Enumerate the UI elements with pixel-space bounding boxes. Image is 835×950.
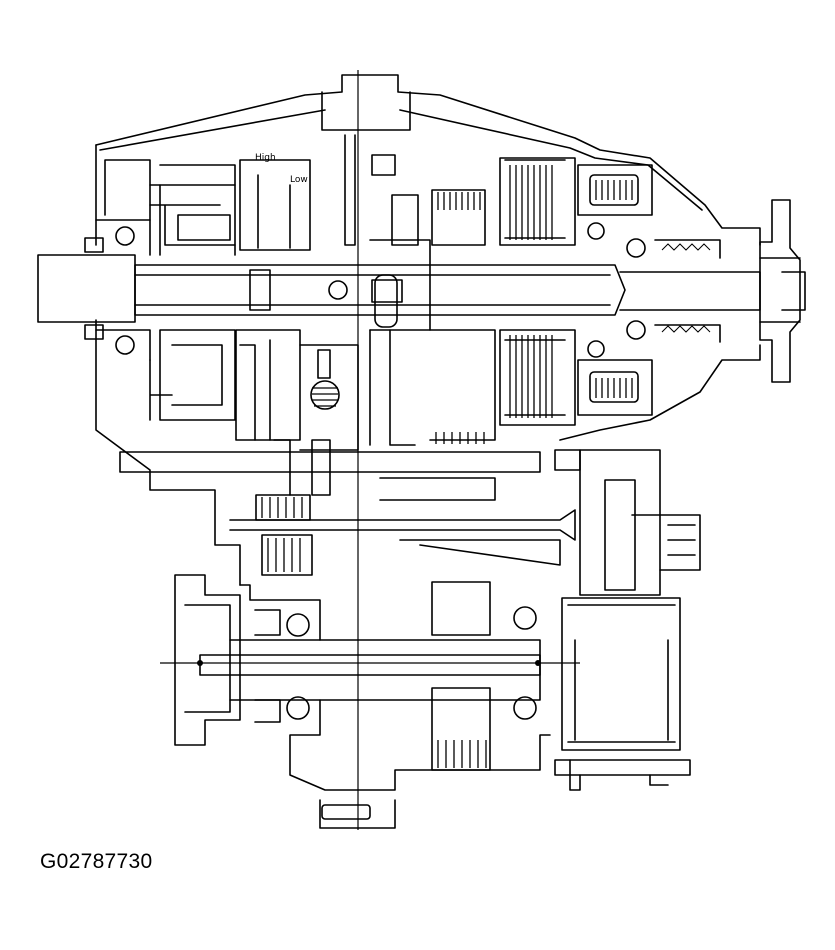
- high-range-callout: High: [255, 153, 276, 163]
- output-flange: [760, 200, 805, 382]
- shift-motor: [555, 450, 700, 790]
- low-range-callout: Low: [290, 175, 308, 185]
- electromagnetic-coil: [578, 165, 720, 415]
- clutch-pack: [500, 158, 575, 425]
- center-gear: [430, 190, 495, 444]
- range-gear-area: High Low: [236, 153, 358, 450]
- figure-id-label: G02787730: [40, 850, 153, 873]
- housing-outline: [96, 75, 760, 585]
- center-lines: [160, 70, 580, 830]
- front-output-housing: [175, 575, 550, 828]
- drive-chain-shaft: [120, 440, 575, 575]
- main-shaft: [38, 255, 760, 322]
- shift-fork-assembly: [345, 135, 430, 445]
- input-bearing-housing: [85, 160, 235, 420]
